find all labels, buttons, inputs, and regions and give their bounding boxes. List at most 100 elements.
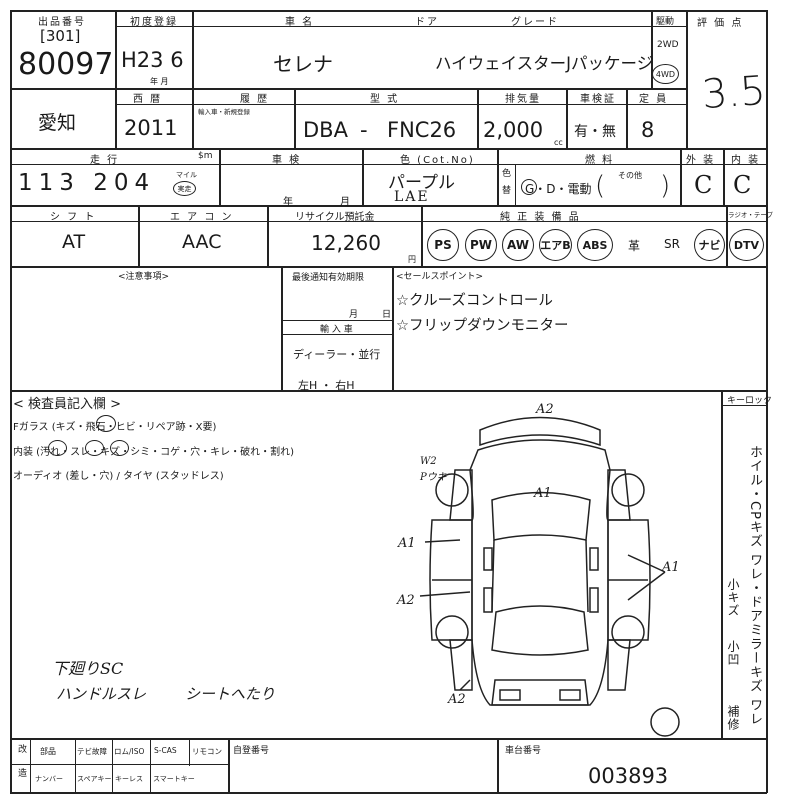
footer-label-rom: ロム/ISO — [114, 747, 145, 756]
drive-label: 駆動 — [656, 17, 675, 27]
car-name: セレナ — [273, 52, 333, 76]
equipment-pw-label: PW — [469, 238, 493, 252]
mileage-label: 走 行 — [90, 155, 120, 166]
hand-note-3: シートへたり — [185, 685, 276, 703]
equipment-airbag-label: エアB — [540, 239, 571, 252]
interior-label: 内 装 — [731, 155, 761, 166]
equipment-sr: SR — [664, 237, 680, 251]
footer-label-smart: スマートキー — [153, 775, 195, 783]
inspection-value: 有・無 — [574, 124, 616, 140]
ac-label: エ ア コ ン — [170, 212, 234, 223]
shift-label: シ フ ト — [50, 212, 97, 223]
footer-label-scas: S-CAS — [154, 746, 177, 755]
handle-value: 左H ・ 右H — [298, 379, 355, 392]
mark-roof-front: A2 — [536, 402, 554, 417]
equipment-ps: PS — [427, 229, 459, 261]
mark-left-rear: A2 — [397, 593, 415, 608]
sales-label: <セールスポイント> — [396, 272, 484, 282]
footer-vehicle-no-label: 車台番号 — [505, 746, 542, 756]
mark-hood: A1 — [534, 486, 552, 501]
interior-circle-3 — [110, 440, 129, 456]
model-dash: - — [360, 118, 368, 142]
sales-point-2: ☆フリップダウンモニター — [396, 318, 569, 334]
color-change-label: 色替 — [500, 168, 510, 202]
mileage-value: 113 204 — [18, 170, 156, 196]
mark-right-door: A1 — [662, 560, 680, 575]
equipment-leather: 革 — [628, 239, 641, 253]
displacement-unit: cc — [554, 138, 563, 147]
expiry-month: 月 — [349, 310, 359, 320]
fuel-label: 燃 料 — [585, 155, 615, 166]
lot-number: 80097 — [18, 47, 114, 82]
recycle-label: リサイクル預託金 — [295, 212, 375, 223]
remarks-small-3: 補修 — [726, 705, 740, 731]
first-reg-label: 初度登録 — [130, 17, 178, 28]
lot-sub: [301] — [40, 27, 81, 45]
mileage-sub: $m — [198, 151, 213, 161]
year-label: 西 暦 — [133, 94, 163, 105]
model-prefix: DBA — [303, 118, 348, 142]
mileage-unit-circled: 実走 — [173, 181, 196, 196]
displacement-value: 2,000 — [483, 118, 544, 142]
interior-circle-2 — [85, 440, 104, 456]
shift-value: AT — [62, 231, 86, 253]
color-code: LAE — [394, 189, 430, 205]
shaken-month: 月 — [340, 197, 350, 208]
rada-label: ラジオ・テープ — [728, 211, 773, 219]
footer-label-parts: 部品 — [40, 747, 56, 756]
fuel-value: G・D・電動 — [525, 182, 592, 196]
footer-label-spare: スペアキー — [77, 775, 112, 783]
equipment-label: 純 正 装 備 品 — [500, 212, 581, 223]
fuel-paren-close: ) — [660, 171, 671, 201]
interior-value: C — [733, 171, 752, 199]
equipment-abs: ABS — [577, 229, 613, 261]
recycle-value: 12,260 — [311, 231, 381, 255]
remarks-vertical: ホイル・CPキズ ワレ・ドアミラーキズ ワレ — [747, 445, 762, 727]
ac-value: AAC — [182, 231, 222, 253]
mark-mirror-p: Pウキ — [420, 472, 447, 483]
history-label: 履 歴 — [240, 94, 270, 105]
expiry-day: 日 — [382, 310, 392, 320]
recycle-unit: 円 — [408, 255, 416, 264]
mark-left-door: A1 — [398, 536, 416, 551]
model-value: FNC26 — [387, 118, 457, 142]
keylock-label: キーロック — [727, 396, 773, 406]
footer-side-label: 改 造 — [16, 744, 26, 783]
glass-circle-stone — [96, 415, 116, 432]
equipment-aw-label: AW — [507, 238, 529, 252]
footer-label-keyless: キーレス — [115, 775, 143, 783]
hand-note-1: 下廻りSC — [52, 659, 124, 678]
inspection-label: 車検証 — [580, 94, 616, 105]
caution-label: <注意事項> — [118, 272, 170, 282]
interior-line: 内装 (汚れ・スレ・キズ・シミ・コゲ・穴・キレ・破れ・割れ) — [13, 447, 294, 458]
equipment-dtv-label: DTV — [733, 238, 760, 252]
door-label: ドア — [415, 17, 439, 28]
mark-rear-corner: A2 — [448, 692, 466, 707]
displacement-label: 排気量 — [505, 94, 541, 105]
sales-point-1: ☆クルーズコントロール — [396, 293, 553, 309]
inspection-title: < 検査員記入欄 > — [13, 397, 122, 412]
area-label: 出品番号 — [38, 17, 86, 28]
first-reg-unit: 年 月 — [150, 77, 169, 86]
interior-circle-1 — [48, 440, 67, 456]
equipment-pw: PW — [465, 229, 497, 261]
mark-mirror-w: W2 — [420, 456, 437, 467]
type-label: 型 式 — [370, 94, 400, 105]
footer-label-remote: リモコン — [192, 747, 222, 756]
equipment-airbag: エアB — [539, 229, 572, 261]
year-value: 2011 — [124, 116, 178, 140]
remarks-small-2: 小凹 — [726, 640, 740, 666]
score-label: 評 価 点 — [697, 18, 744, 29]
equipment-ps-label: PS — [434, 238, 452, 252]
capacity-value: 8 — [641, 118, 655, 142]
first-reg-value: H23 6 — [121, 48, 184, 72]
grade-value: ハイウェイスターJパッケージ — [435, 54, 654, 73]
shaken-label: 車 検 — [272, 155, 302, 166]
equipment-dtv: DTV — [729, 229, 764, 261]
footer-label-number: ナンバー — [35, 775, 63, 783]
audio-line: オーディオ (差し・穴) / タイヤ (スタッドレス) — [13, 471, 224, 482]
mileage-unit: 実走 — [177, 184, 192, 193]
fuel-other: その他 — [618, 171, 642, 180]
exterior-label: 外 装 — [686, 155, 716, 166]
